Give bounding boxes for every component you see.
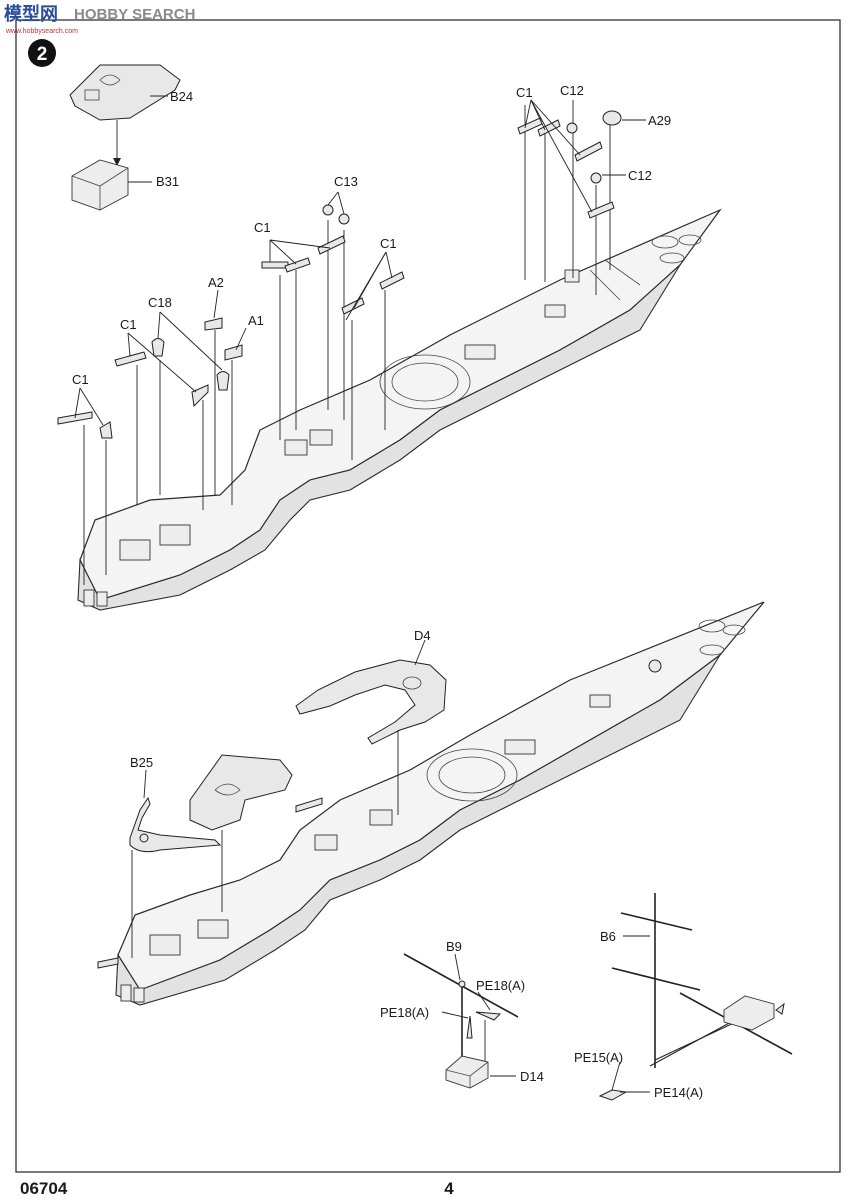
- label-c1-b: C1: [254, 220, 271, 235]
- label-c18: C18: [148, 295, 172, 310]
- label-c1-d: C1: [120, 317, 137, 332]
- small-parts-upper: [57, 110, 622, 439]
- assembly-d14: [403, 953, 519, 1089]
- page-border: [15, 19, 841, 1173]
- label-d14: D14: [520, 1069, 544, 1084]
- part-box-cabin: [189, 754, 293, 912]
- part-b24: [69, 64, 181, 121]
- label-b25: B25: [130, 755, 153, 770]
- watermark-logo: 模型网: [4, 3, 58, 24]
- label-c1-a: C1: [516, 85, 533, 100]
- kit-number: 06704: [20, 1179, 68, 1198]
- label-b6: B6: [600, 929, 616, 944]
- label-pe14a: PE14(A): [654, 1085, 703, 1100]
- upper-hull-leaders: [83, 105, 611, 585]
- label-c12-a: C12: [560, 83, 584, 98]
- label-d4: D4: [414, 628, 431, 643]
- part-d4: [295, 639, 447, 815]
- label-b24: B24: [170, 89, 193, 104]
- label-a2: A2: [208, 275, 224, 290]
- part-b31: [71, 159, 129, 211]
- label-pe15a: PE15(A): [574, 1050, 623, 1065]
- label-c12-b: C12: [628, 168, 652, 183]
- label-pe18a-b: PE18(A): [380, 1005, 429, 1020]
- upper-hull: [77, 208, 722, 611]
- page-number: 4: [444, 1179, 454, 1198]
- label-a1: A1: [248, 313, 264, 328]
- label-leaders-upper: [74, 99, 646, 426]
- label-a29: A29: [648, 113, 671, 128]
- lower-hull: [97, 601, 765, 1006]
- label-c13: C13: [334, 174, 358, 189]
- assembly-b6-mast: [598, 893, 793, 1101]
- label-c1-e: C1: [72, 372, 89, 387]
- label-b9: B9: [446, 939, 462, 954]
- label-c1-c: C1: [380, 236, 397, 251]
- watermark-url: www.hobbysearch.com: [5, 28, 78, 35]
- step-number: 2: [37, 44, 48, 65]
- label-b31: B31: [156, 174, 179, 189]
- label-pe18a-a: PE18(A): [476, 978, 525, 993]
- step-badge: 2: [28, 39, 56, 67]
- site-watermark: 模型网 HOBBY SEARCH www.hobbysearch.com: [4, 3, 195, 35]
- part-b25: [129, 769, 222, 958]
- watermark-title: HOBBY SEARCH: [74, 6, 195, 23]
